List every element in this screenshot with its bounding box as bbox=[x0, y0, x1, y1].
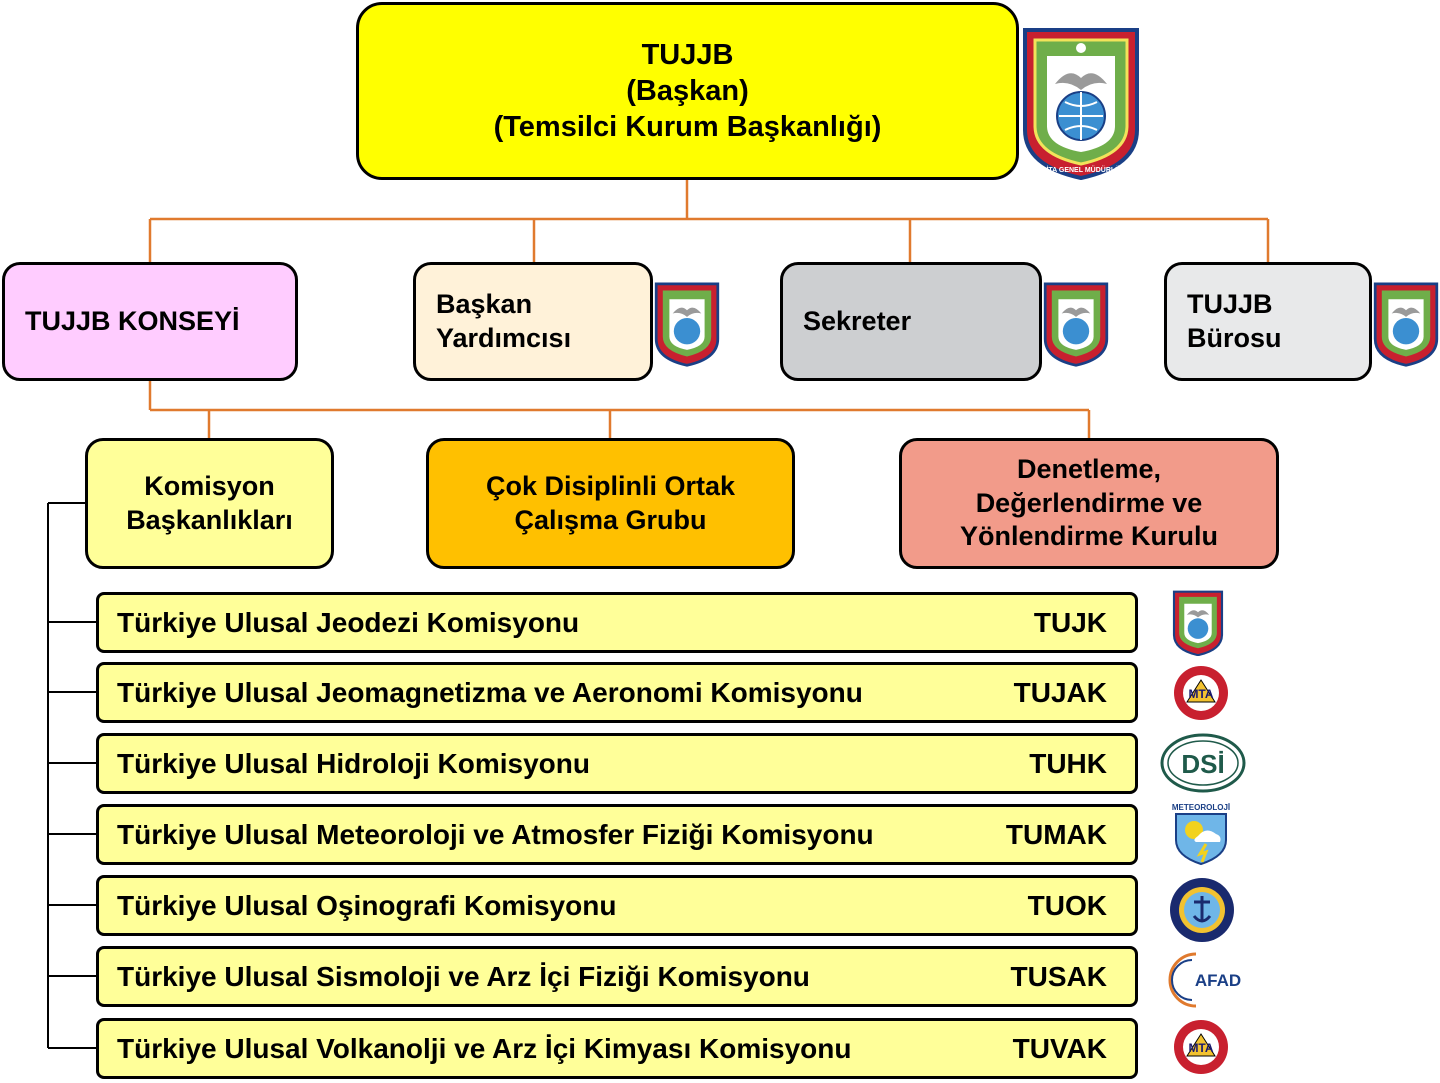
commission-name: Türkiye Ulusal Oşinografi Komisyonu bbox=[117, 889, 617, 921]
mta-logo-icon: MTA bbox=[1174, 1020, 1228, 1074]
commission-code: TUSAK bbox=[1010, 960, 1107, 992]
commission-name: Türkiye Ulusal Meteoroloji ve Atmosfer F… bbox=[117, 818, 874, 850]
meteoroloji-logo-text: METEOROLOJİ bbox=[1172, 803, 1230, 812]
working-group-label: Çok Disiplinli Ortak Çalışma Grubu bbox=[485, 470, 736, 535]
commission-row-tumak: Türkiye Ulusal Meteoroloji ve Atmosfer F… bbox=[96, 804, 1138, 865]
commission-code: TUHK bbox=[1029, 747, 1107, 779]
mta-logo-text: MTA bbox=[1188, 687, 1213, 701]
bureau-box: TUJJB Bürosu bbox=[1164, 262, 1372, 381]
commission-code: TUMAK bbox=[1005, 818, 1107, 850]
commission-row-tujk: Türkiye Ulusal Jeodezi Komisyonu TUJK bbox=[96, 592, 1138, 653]
vice-president-label: Başkan Yardımcısı bbox=[436, 288, 572, 353]
commission-name: Türkiye Ulusal Jeodezi Komisyonu bbox=[117, 606, 580, 638]
afad-logo-icon: AFAD bbox=[1168, 952, 1241, 1008]
shodb-logo-icon bbox=[1170, 878, 1234, 942]
commission-presidencies-box: Komisyon Başkanlıkları bbox=[85, 438, 334, 569]
commission-name: Türkiye Ulusal Hidroloji Komisyonu bbox=[117, 747, 590, 779]
board-box: Denetleme, Değerlendirme ve Yönlendirme … bbox=[899, 438, 1279, 569]
commission-row-tuhk: Türkiye Ulusal Hidroloji Komisyonu TUHK bbox=[96, 733, 1138, 794]
mta-logo-icon: MTA bbox=[1174, 666, 1228, 720]
black-connectors bbox=[47, 502, 97, 1049]
commission-row-tuvak: Türkiye Ulusal Volkanolji ve Arz İçi Kim… bbox=[96, 1018, 1138, 1079]
dsi-logo-icon: DSİ bbox=[1160, 733, 1246, 793]
commission-name: Türkiye Ulusal Sismoloji ve Arz İçi Fizi… bbox=[117, 960, 810, 992]
board-label: Denetleme, Değerlendirme ve Yönlendirme … bbox=[959, 453, 1219, 552]
commission-row-tuok: Türkiye Ulusal Oşinografi Komisyonu TUOK bbox=[96, 875, 1138, 936]
hgm-emblem-small-icon bbox=[654, 282, 720, 367]
hgm-emblem-icon bbox=[1172, 590, 1224, 656]
commission-code: TUJK bbox=[1033, 606, 1107, 638]
bureau-label: TUJJB Bürosu bbox=[1187, 288, 1282, 353]
commission-code: TUJAK bbox=[1013, 676, 1107, 708]
commission-code: TUOK bbox=[1027, 889, 1107, 921]
commission-presidencies-label: Komisyon Başkanlıkları bbox=[126, 470, 293, 535]
commission-code: TUVAK bbox=[1012, 1032, 1107, 1064]
orange-connectors bbox=[148, 180, 1270, 438]
secretary-box: Sekreter bbox=[780, 262, 1042, 381]
mta-logo-text: MTA bbox=[1188, 1041, 1213, 1055]
hgm-emblem-small-icon bbox=[1373, 282, 1439, 367]
hgm-emblem-small-icon bbox=[1043, 282, 1109, 367]
dsi-logo-text: DSİ bbox=[1181, 749, 1224, 779]
root-title: TUJJB (Başkan) (Temsilci Kurum Başkanlığ… bbox=[493, 38, 882, 144]
vice-president-box: Başkan Yardımcısı bbox=[413, 262, 653, 381]
council-box: TUJJB KONSEYİ bbox=[2, 262, 298, 381]
commission-name: Türkiye Ulusal Volkanolji ve Arz İçi Kim… bbox=[117, 1032, 852, 1064]
hgm-emblem-text: HARİTA GENEL MÜDÜRLÜĞÜ bbox=[1031, 165, 1130, 174]
meteoroloji-logo-icon: METEOROLOJİ bbox=[1172, 802, 1230, 866]
council-label: TUJJB KONSEYİ bbox=[25, 305, 240, 336]
working-group-box: Çok Disiplinli Ortak Çalışma Grubu bbox=[426, 438, 795, 569]
secretary-label: Sekreter bbox=[803, 305, 912, 336]
commission-row-tujak: Türkiye Ulusal Jeomagnetizma ve Aeronomi… bbox=[96, 662, 1138, 723]
root-box: TUJJB (Başkan) (Temsilci Kurum Başkanlığ… bbox=[356, 2, 1019, 180]
commission-name: Türkiye Ulusal Jeomagnetizma ve Aeronomi… bbox=[117, 676, 863, 708]
afad-logo-text: AFAD bbox=[1195, 971, 1241, 990]
commission-row-tusak: Türkiye Ulusal Sismoloji ve Arz İçi Fizi… bbox=[96, 946, 1138, 1007]
hgm-emblem-icon: HARİTA GENEL MÜDÜRLÜĞÜ bbox=[1023, 28, 1139, 180]
